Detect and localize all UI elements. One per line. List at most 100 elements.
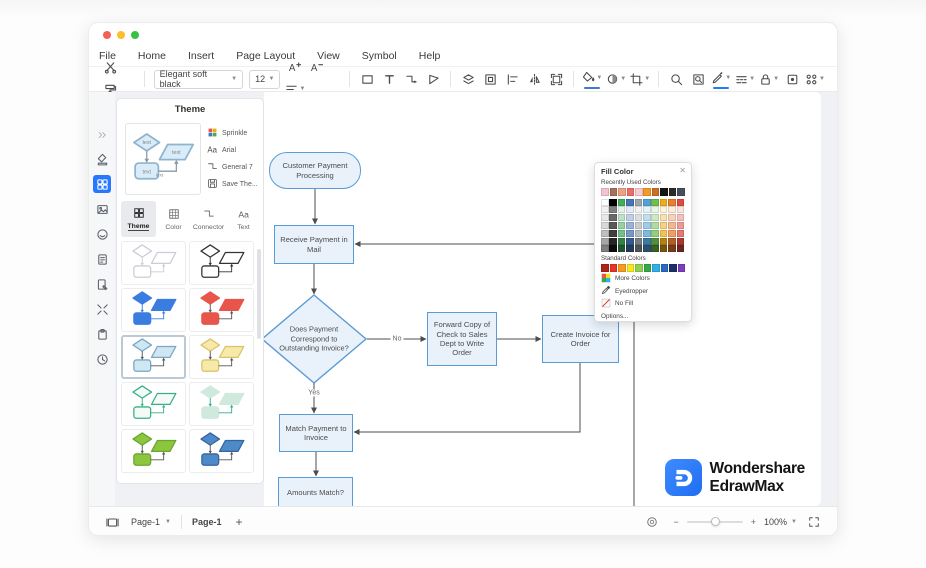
- menu-item-page-layout[interactable]: Page Layout: [236, 49, 296, 62]
- presentation-icon[interactable]: [103, 512, 121, 532]
- color-swatch[interactable]: [617, 229, 626, 237]
- color-swatch[interactable]: [642, 237, 651, 245]
- flip-icon[interactable]: [525, 69, 543, 89]
- theme-info-save-the-[interactable]: Save The...: [207, 176, 263, 193]
- dock-outline-icon[interactable]: [93, 275, 111, 293]
- font-family-select[interactable]: Elegant soft black ▼: [153, 69, 244, 89]
- color-swatch[interactable]: [609, 198, 617, 206]
- color-swatch[interactable]: [676, 221, 685, 229]
- zoom-slider-knob[interactable]: [710, 517, 720, 526]
- zoom-find-icon[interactable]: [667, 69, 685, 89]
- color-swatch[interactable]: [601, 221, 609, 229]
- color-swatch[interactable]: [601, 264, 609, 272]
- decrease-font-icon[interactable]: A: [307, 58, 325, 78]
- flowchart-shape-receive[interactable]: Receive Payment in Mail: [274, 225, 354, 264]
- flowchart-shape-start[interactable]: Customer Payment Processing: [269, 152, 361, 189]
- theme-card-gray-outline[interactable]: [121, 241, 186, 285]
- color-swatch[interactable]: [634, 198, 643, 206]
- theme-info-general-[interactable]: General 7: [207, 159, 263, 176]
- container-icon[interactable]: [481, 69, 499, 89]
- color-swatch[interactable]: [617, 206, 626, 214]
- dock-theme-panel-icon[interactable]: [93, 175, 111, 193]
- theme-card-blue-solid[interactable]: [121, 288, 186, 332]
- fullscreen-icon[interactable]: [805, 512, 823, 532]
- color-swatch[interactable]: [643, 264, 651, 272]
- color-swatch[interactable]: [617, 221, 626, 229]
- color-swatch[interactable]: [668, 245, 676, 253]
- color-swatch[interactable]: [642, 245, 651, 253]
- more-colors-item[interactable]: More Colors: [601, 273, 685, 285]
- theme-card-green-solid[interactable]: [121, 429, 186, 473]
- color-swatch[interactable]: [601, 206, 609, 214]
- color-swatch[interactable]: [651, 206, 659, 214]
- color-swatch[interactable]: [609, 237, 617, 245]
- fit-page-icon[interactable]: [643, 512, 661, 532]
- color-swatch[interactable]: [642, 229, 651, 237]
- options-item[interactable]: Options...: [601, 312, 629, 320]
- increase-font-icon[interactable]: A: [285, 58, 303, 78]
- color-swatch[interactable]: [617, 214, 626, 222]
- color-swatch[interactable]: [601, 198, 609, 206]
- color-swatch[interactable]: [626, 221, 634, 229]
- color-swatch[interactable]: [677, 188, 685, 196]
- color-swatch[interactable]: [642, 206, 651, 214]
- color-swatch[interactable]: [651, 229, 659, 237]
- find-replace-icon[interactable]: [689, 69, 707, 89]
- color-swatch[interactable]: [634, 229, 643, 237]
- color-swatch[interactable]: [626, 229, 634, 237]
- color-swatch[interactable]: [642, 221, 651, 229]
- theme-card-black-outline[interactable]: [189, 241, 254, 285]
- color-swatch[interactable]: [609, 229, 617, 237]
- color-swatch[interactable]: [601, 245, 609, 253]
- eyedropper-item[interactable]: Eyedropper: [601, 285, 685, 297]
- color-swatch[interactable]: [642, 198, 651, 206]
- color-swatch[interactable]: [651, 245, 659, 253]
- dock-clipart-icon[interactable]: [93, 225, 111, 243]
- panel-scrollbar[interactable]: [257, 249, 261, 339]
- menu-item-file[interactable]: File: [99, 49, 116, 62]
- color-swatch[interactable]: [659, 221, 668, 229]
- color-swatch[interactable]: [668, 229, 676, 237]
- color-swatch[interactable]: [634, 237, 643, 245]
- collapse-chevron-icon[interactable]: [93, 126, 111, 144]
- color-swatch[interactable]: [642, 214, 651, 222]
- dock-clipboard-icon[interactable]: [93, 325, 111, 343]
- cut-icon[interactable]: [101, 58, 119, 78]
- menu-item-view[interactable]: View: [317, 49, 340, 62]
- flowchart-shape-amounts[interactable]: Amounts Match?: [278, 477, 353, 506]
- color-swatch[interactable]: [634, 214, 643, 222]
- color-swatch[interactable]: [635, 188, 643, 196]
- color-swatch[interactable]: [609, 206, 617, 214]
- color-swatch[interactable]: [659, 245, 668, 253]
- color-swatch[interactable]: [676, 206, 685, 214]
- color-swatch[interactable]: [626, 206, 634, 214]
- color-swatch[interactable]: [651, 214, 659, 222]
- color-swatch[interactable]: [668, 221, 676, 229]
- color-swatch[interactable]: [668, 237, 676, 245]
- color-swatch[interactable]: [626, 188, 635, 196]
- pen-color-icon[interactable]: ▼: [711, 69, 731, 89]
- color-swatch[interactable]: [609, 221, 617, 229]
- quick-style-icon[interactable]: ▼: [606, 69, 626, 89]
- dock-expand-icon[interactable]: [93, 300, 111, 318]
- add-page-button[interactable]: +: [235, 515, 243, 529]
- flowchart-shape-create[interactable]: Create Invoice for Order: [542, 315, 619, 363]
- maximize-window-button[interactable]: [131, 31, 139, 39]
- color-swatch[interactable]: [659, 229, 668, 237]
- tab-color[interactable]: Color: [156, 201, 191, 237]
- menu-item-symbol[interactable]: Symbol: [361, 49, 397, 62]
- color-swatch[interactable]: [626, 245, 634, 253]
- color-swatch[interactable]: [626, 264, 634, 272]
- color-swatch[interactable]: [676, 214, 685, 222]
- zoom-out-button[interactable]: −: [673, 517, 679, 527]
- dock-history-icon[interactable]: [93, 350, 111, 368]
- menu-item-help[interactable]: Help: [418, 49, 441, 62]
- theme-card-red-solid[interactable]: [189, 288, 254, 332]
- color-swatch[interactable]: [609, 214, 617, 222]
- flag-tool-icon[interactable]: [424, 69, 442, 89]
- lock-icon[interactable]: ▼: [759, 69, 779, 89]
- flowchart-shape-match[interactable]: Match Payment to Invoice: [279, 414, 353, 452]
